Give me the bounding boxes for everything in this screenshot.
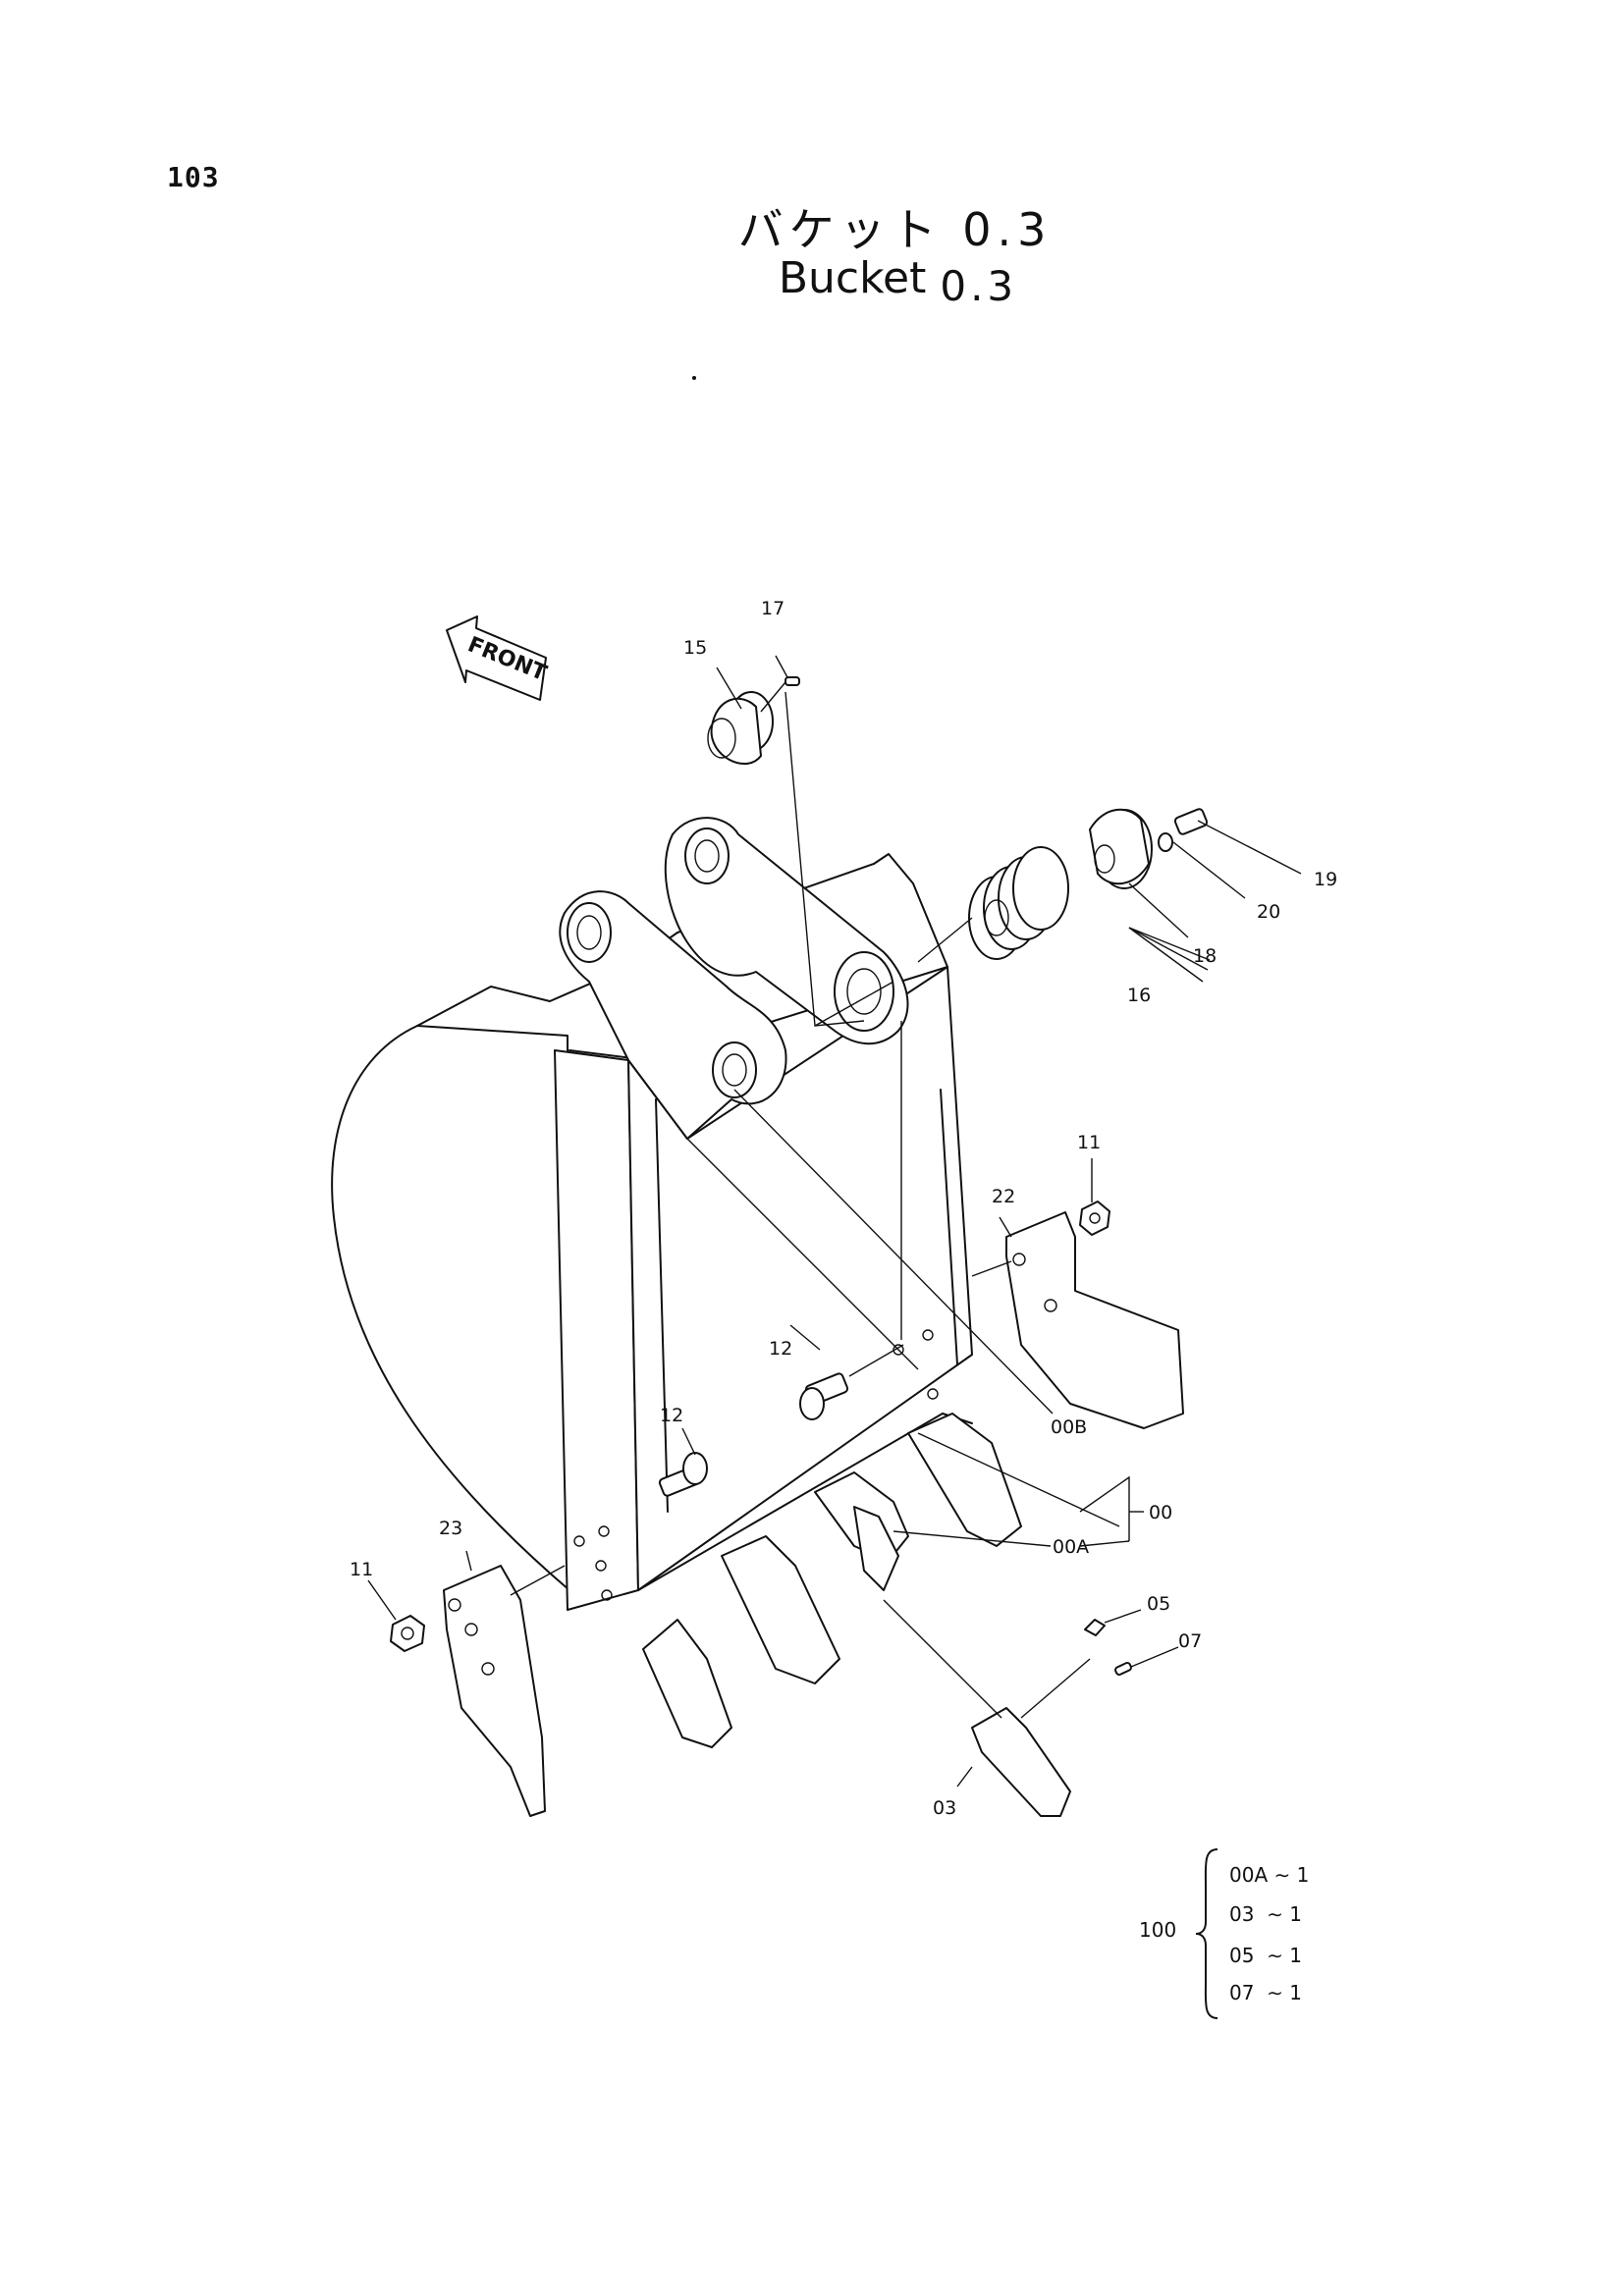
label-15: 15 xyxy=(683,637,707,659)
kit-item-05: 05 ∼ 1 xyxy=(1229,1944,1303,1967)
label-00: 00 xyxy=(1149,1502,1172,1523)
front-arrow-icon: FRONT xyxy=(446,615,550,701)
label-07: 07 xyxy=(1178,1630,1202,1652)
label-16: 16 xyxy=(1127,985,1151,1006)
title-japanese: バケット 0.3 xyxy=(737,203,1053,256)
title-english: Bucket 0.3 xyxy=(0,253,1623,310)
label-18: 18 xyxy=(1193,945,1217,967)
label-17: 17 xyxy=(761,598,784,619)
label-03: 03 xyxy=(933,1797,956,1819)
label-11-right: 11 xyxy=(1077,1132,1101,1153)
page-number: 103 xyxy=(167,161,220,193)
part-labels: 17 15 19 20 18 16 11 22 12 12 00B 00 00A… xyxy=(350,598,1337,1819)
brace-icon xyxy=(1195,1848,1218,2019)
label-00A: 00A xyxy=(1053,1536,1089,1558)
label-22: 22 xyxy=(992,1186,1015,1207)
part-16-shims xyxy=(968,846,1069,960)
part-12-bolt-upper xyxy=(799,1372,849,1420)
kit-item-03: 03 ∼ 1 xyxy=(1229,1902,1303,1926)
part-05-lock xyxy=(1084,1619,1106,1636)
label-12-lower: 12 xyxy=(660,1405,683,1426)
title-english-size: 0.3 xyxy=(940,262,1018,310)
kit-item-00A: 00A ∼ 1 xyxy=(1229,1863,1310,1887)
part-22-side-cutter xyxy=(1005,1211,1184,1429)
part-23-side-cutter xyxy=(443,1565,546,1817)
label-12-upper: 12 xyxy=(769,1338,792,1360)
label-19: 19 xyxy=(1314,869,1337,890)
label-20: 20 xyxy=(1257,901,1280,923)
part-12-bolt-lower xyxy=(658,1452,708,1497)
part-03-tooth xyxy=(971,1707,1071,1817)
part-18-plate xyxy=(1089,808,1153,889)
part-07-pin xyxy=(1114,1661,1132,1677)
kit-number: 100 xyxy=(1139,1918,1177,1942)
kit-item-07: 07 ∼ 1 xyxy=(1229,1981,1303,2004)
bucket-teeth xyxy=(642,1413,1022,1748)
part-11-nut-left xyxy=(390,1615,425,1652)
part-19-bolt xyxy=(1173,808,1209,835)
part-20-washer xyxy=(1158,832,1173,852)
label-00B: 00B xyxy=(1051,1416,1087,1438)
label-11-left: 11 xyxy=(350,1559,373,1580)
kit-legend: 100 00A ∼ 1 03 ∼ 1 05 ∼ 1 07 ∼ 1 xyxy=(1139,1845,1394,2022)
part-15-bushing xyxy=(707,691,774,766)
label-05: 05 xyxy=(1147,1593,1170,1615)
label-23: 23 xyxy=(439,1518,462,1539)
leader-lines xyxy=(367,655,1302,1788)
title-english-word: Bucket xyxy=(778,253,927,303)
part-17-pin xyxy=(784,676,800,686)
part-11-nut-right xyxy=(1079,1201,1110,1236)
bucket-body xyxy=(331,817,973,1611)
